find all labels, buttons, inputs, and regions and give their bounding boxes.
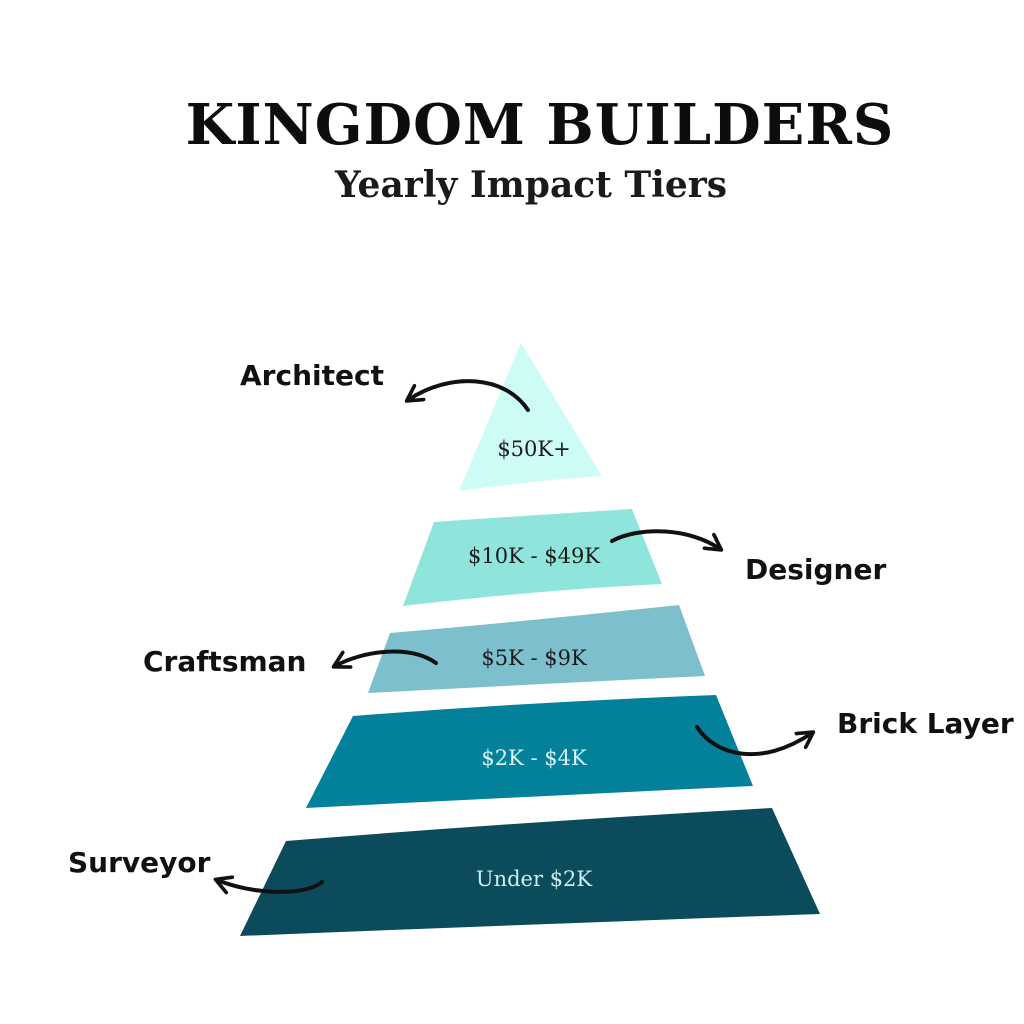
- arrow-designer: [610, 529, 720, 549]
- role-label-surveyor: Surveyor: [68, 846, 211, 879]
- tier-surveyor: Under $2K: [240, 808, 820, 936]
- tier-architect-range: $50K+: [497, 437, 570, 461]
- role-label-craftsman: Craftsman: [143, 645, 307, 678]
- role-label-architect: Architect: [240, 359, 384, 392]
- page-subtitle: Yearly Impact Tiers: [334, 164, 727, 206]
- tier-surveyor-range: Under $2K: [476, 867, 593, 891]
- role-label-designer: Designer: [745, 553, 886, 586]
- tier-craftsman-shape: [368, 605, 705, 693]
- tier-craftsman: $5K - $9K: [368, 605, 705, 693]
- tier-craftsman-range: $5K - $9K: [481, 646, 587, 670]
- tier-surveyor-shape: [240, 808, 820, 936]
- page-title: KINGDOM BUILDERS: [185, 92, 895, 158]
- tier-architect-shape: [459, 343, 602, 491]
- tier-designer-range: $10K - $49K: [468, 544, 600, 568]
- tier-designer-shape: [403, 509, 662, 606]
- tier-brick-layer-range: $2K - $4K: [481, 746, 587, 770]
- arrow-brick-layer: [695, 725, 812, 757]
- arrow-surveyor: [217, 880, 324, 892]
- arrow-craftsman: [335, 649, 438, 666]
- tier-designer: $10K - $49K: [403, 509, 662, 606]
- tier-brick-layer: $2K - $4K: [306, 695, 753, 808]
- tier-brick-layer-shape: [306, 695, 753, 808]
- role-label-brick-layer: Brick Layer: [837, 707, 1014, 740]
- arrow-architect: [408, 379, 530, 412]
- tier-architect: $50K+: [459, 343, 602, 491]
